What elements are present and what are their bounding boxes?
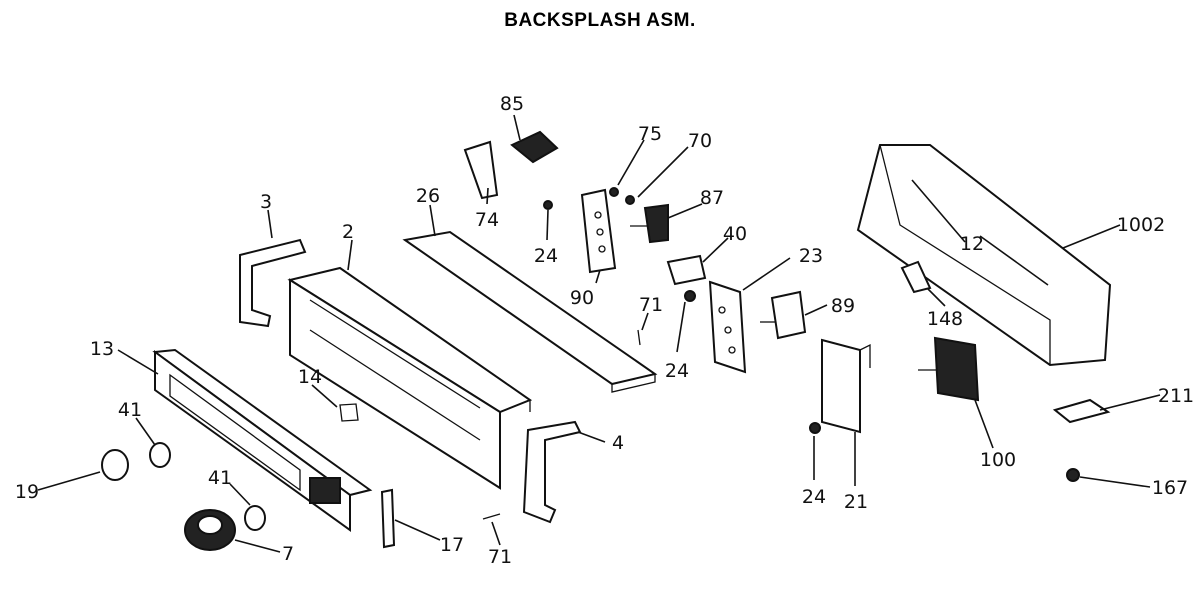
callout-4: 4	[612, 432, 624, 454]
part-41-sleeve-b	[244, 505, 266, 531]
part-23-plate	[708, 280, 747, 374]
part-7-knob	[184, 509, 236, 551]
callout-23: 23	[799, 245, 823, 267]
callout-21: 21	[844, 491, 868, 513]
part-14-lens	[339, 403, 359, 422]
part-100-timer	[918, 336, 980, 402]
screw-71-b	[482, 513, 501, 520]
callout-26: 26	[416, 185, 440, 207]
part-41-sleeve-a	[149, 442, 171, 468]
callout-41-a: 41	[118, 399, 142, 421]
callout-75: 75	[638, 123, 662, 145]
callout-13: 13	[90, 338, 114, 360]
screw-24-a	[543, 200, 553, 210]
screw-70	[625, 195, 635, 205]
screw-24-c	[809, 422, 821, 434]
part-211-bracket	[1052, 398, 1111, 424]
callout-85: 85	[500, 93, 524, 115]
callout-41-b: 41	[208, 467, 232, 489]
callout-71-b: 71	[488, 546, 512, 568]
callout-2: 2	[342, 221, 354, 243]
callout-87: 87	[700, 187, 724, 209]
callout-71-a: 71	[639, 294, 663, 316]
part-85-block	[463, 130, 559, 200]
part-13-control-panel	[152, 348, 373, 532]
part-17-clip	[380, 488, 396, 549]
callout-24-b: 24	[665, 360, 689, 382]
part-19-knob	[101, 449, 129, 481]
callout-3: 3	[260, 191, 272, 213]
callout-167: 167	[1152, 477, 1188, 499]
callout-24-a: 24	[534, 245, 558, 267]
callout-148: 148	[927, 308, 963, 330]
part-1002-housing	[856, 144, 1112, 367]
callout-211: 211	[1158, 385, 1194, 407]
callout-19: 19	[15, 481, 39, 503]
part-40-valve	[666, 254, 707, 286]
part-4-right-bracket	[522, 420, 582, 524]
callout-17: 17	[440, 534, 464, 556]
callout-74: 74	[475, 209, 499, 231]
screw-71-a	[637, 329, 641, 346]
diagram-title: BACKSPLASH ASM.	[504, 10, 696, 31]
callout-70: 70	[688, 130, 712, 152]
leader-lines	[37, 114, 1161, 553]
part-89-switch	[760, 290, 807, 340]
part-90-plate	[580, 188, 617, 274]
part-87-switch	[630, 203, 669, 244]
part-167-screw	[1066, 468, 1080, 482]
callout-14: 14	[298, 366, 322, 388]
callout-1002: 1002	[1117, 214, 1165, 236]
callout-89: 89	[831, 295, 855, 317]
screw-24-b	[684, 290, 696, 302]
callout-7: 7	[282, 543, 294, 565]
part-2-main-panel	[287, 266, 533, 490]
callout-labels: 85 75 70 3 26 74 87 2 24 40 23 90 71 89 …	[15, 93, 1194, 568]
callout-40: 40	[723, 223, 747, 245]
part-21-bracket	[821, 338, 871, 434]
callout-24-c: 24	[802, 486, 826, 508]
callout-90: 90	[570, 287, 594, 309]
part-3-left-bracket	[239, 238, 307, 328]
screw-75	[609, 187, 619, 197]
callout-100: 100	[980, 449, 1016, 471]
callout-12: 12	[960, 233, 984, 255]
part-148-clip	[900, 260, 932, 294]
